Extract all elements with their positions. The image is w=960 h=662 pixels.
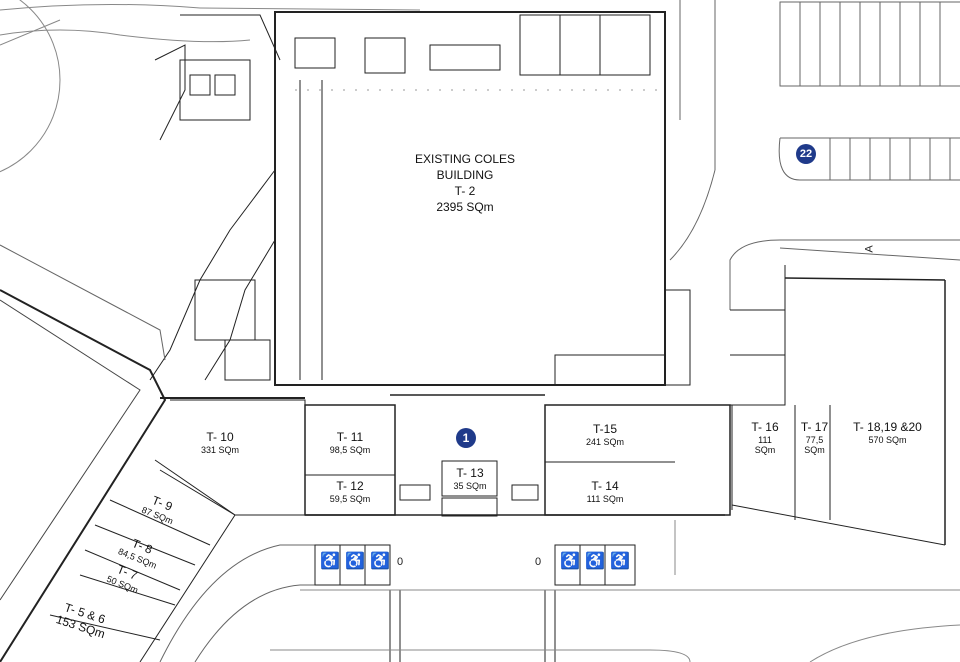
tenancy-unit: SQm bbox=[754, 445, 776, 456]
tenancy-t13[interactable]: T- 13 35 SQm bbox=[440, 466, 500, 491]
tenancy-unit: SQm bbox=[804, 445, 825, 456]
accessible-parking-icon: ♿ bbox=[320, 553, 340, 570]
tenancy-area: 111 SQm bbox=[586, 493, 624, 504]
tenancy-code: T- 16 bbox=[751, 420, 779, 434]
location-marker-22[interactable]: 22 bbox=[796, 144, 816, 164]
tenancy-code: T-15 bbox=[592, 422, 617, 436]
tenancy-area: 59,5 SQm bbox=[329, 493, 371, 504]
road-letter: A bbox=[863, 245, 876, 253]
tenancy-t12[interactable]: T- 12 59,5 SQm bbox=[320, 479, 380, 504]
location-marker-1[interactable]: 1 bbox=[456, 428, 476, 448]
tenancy-code: T- 17 bbox=[800, 420, 829, 434]
accessible-parking-icon: ♿ bbox=[585, 553, 605, 570]
accessible-parking-icon: ♿ bbox=[560, 553, 580, 570]
tenancy-area: 98,5 SQm bbox=[329, 444, 371, 455]
tenancy-code: T- 12 bbox=[336, 479, 364, 493]
accessible-parking-icon: ♿ bbox=[370, 553, 390, 570]
marker-22-label: 22 bbox=[799, 148, 813, 160]
building-name-line2: BUILDING bbox=[436, 168, 494, 182]
tenancy-t18-19-20[interactable]: T- 18,19 &20 570 SQm bbox=[840, 420, 935, 445]
tenancy-code: T- 13 bbox=[456, 466, 484, 480]
accessible-parking-icon: ♿ bbox=[345, 553, 365, 570]
tenancy-t15[interactable]: T-15 241 SQm bbox=[575, 422, 635, 447]
tenancy-t16[interactable]: T- 16 111 SQm bbox=[740, 420, 790, 456]
building-code: T- 2 bbox=[454, 184, 476, 198]
tenancy-area: 77,5 bbox=[805, 434, 824, 445]
tenancy-area: 331 SQm bbox=[200, 444, 240, 455]
tenancy-area: 241 SQm bbox=[585, 436, 625, 447]
building-area: 2395 SQm bbox=[436, 200, 494, 214]
tenancy-code: T- 10 bbox=[206, 430, 234, 444]
tenancy-area: 35 SQm bbox=[453, 480, 487, 491]
tenancy-code: T- 11 bbox=[336, 430, 364, 444]
marker-1-label: 1 bbox=[462, 431, 470, 445]
tenancy-area: 570 SQm bbox=[868, 434, 907, 445]
tenancy-code: T- 18,19 &20 bbox=[853, 420, 922, 434]
tenancy-area: 111 bbox=[758, 434, 772, 445]
tenancy-t14[interactable]: T- 14 111 SQm bbox=[575, 479, 635, 504]
tenancy-code: T- 14 bbox=[591, 479, 619, 493]
coles-building-label[interactable]: EXISTING COLES BUILDING T- 2 2395 SQm bbox=[395, 151, 535, 215]
entry-marker-a: 0 bbox=[397, 556, 404, 568]
entry-marker-b: 0 bbox=[535, 556, 542, 568]
accessible-parking-icon: ♿ bbox=[610, 553, 630, 570]
tenancy-t17[interactable]: T- 17 77,5 SQm bbox=[792, 420, 837, 456]
tenancy-t10[interactable]: T- 10 331 SQm bbox=[190, 430, 250, 455]
building-name-line1: EXISTING COLES bbox=[414, 152, 516, 166]
tenancy-t11[interactable]: T- 11 98,5 SQm bbox=[320, 430, 380, 455]
